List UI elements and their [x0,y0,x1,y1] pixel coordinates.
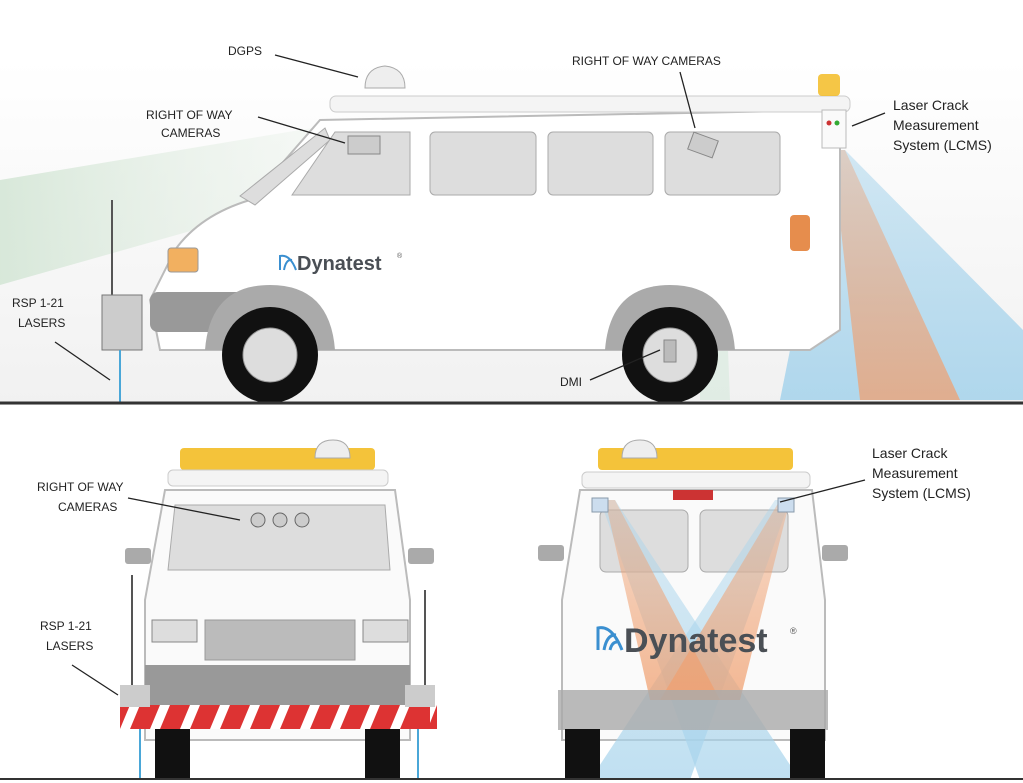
tire [565,729,600,779]
label-row-cameras-front: RIGHT OF WAY [146,108,232,122]
logo-text: Dynatest [297,253,382,275]
tail-light [790,215,810,251]
dgps-antenna [621,439,658,459]
window [547,131,654,196]
leader-line [71,664,119,696]
label-row-cameras-front-2: CAMERAS [161,126,220,140]
dynatest-logo: Dynatest ® [596,622,797,660]
dmi-sensor [663,339,677,363]
label-lcms-rear-2: Measurement [872,465,958,481]
rear-bumper [558,690,828,730]
row-cameras-front-view [250,512,310,528]
leader-line [54,341,111,381]
lcms-unit [821,109,847,149]
dynatest-logo-mark [596,626,624,651]
side-view: Dynatest ® [0,60,1023,405]
tire [155,729,190,779]
front-view [120,439,437,779]
row-camera-rear [687,131,719,159]
label-dmi: DMI [560,375,582,389]
headlight [362,619,409,643]
mirror [538,545,564,561]
mirror [822,545,848,561]
logo-text: Dynatest [624,622,768,660]
label-rsp: RSP 1-21 [12,296,64,310]
lcms-beam-orange [832,150,960,400]
leader-line [779,479,866,503]
roof-rack [167,469,389,487]
row-camera-front [347,135,381,155]
front-wheel [222,307,318,403]
logo-registered: ® [790,626,797,636]
label-lcms-rear: Laser Crack [872,445,948,461]
label-row-cameras-front-view-2: CAMERAS [58,500,117,514]
label-lcms-rear-3: System (LCMS) [872,485,971,501]
label-row-cameras-rear: RIGHT OF WAY CAMERAS [572,54,721,68]
label-rsp-front-2: LASERS [46,639,93,653]
front-camera-field [0,125,330,285]
leader-line [679,71,696,129]
mirror [125,548,151,564]
leader-line [589,349,661,381]
dgps-antenna [314,439,351,459]
rear-view: Dynatest ® [538,439,848,780]
headlight [167,247,199,273]
label-lcms-2: Measurement [893,117,979,133]
headlight [151,619,198,643]
dgps-antenna [364,65,406,89]
tire [790,729,825,779]
rear-wheel [622,307,718,403]
beacon-light [818,74,840,96]
grille [204,619,356,661]
label-row-cameras-front-view: RIGHT OF WAY [37,480,123,494]
lcms-beam-orange [660,500,790,700]
brake-light [673,490,713,500]
label-rsp-2: LASERS [18,316,65,330]
label-dgps: DGPS [228,44,262,58]
rsp-beam-bar [120,705,437,729]
window [664,131,781,196]
logo-registered: ® [397,252,403,260]
rsp-laser-unit [405,685,435,707]
tire [365,729,400,779]
roof-rack [581,471,811,489]
window [429,131,537,196]
leader-line [851,112,886,127]
windshield [167,504,391,571]
dynatest-logo-mark [279,254,297,271]
leader-line [274,54,359,78]
label-rsp-front: RSP 1-21 [40,619,92,633]
dynatest-logo: Dynatest ® [279,252,403,275]
label-lcms-3: System (LCMS) [893,137,992,153]
mirror [408,548,434,564]
leader-line [127,497,241,521]
rsp-laser-unit [120,685,150,707]
lcms-unit [591,497,609,513]
rsp-laser-unit [101,294,143,351]
leader-line [257,116,346,144]
roof-rack [329,95,851,113]
label-lcms: Laser Crack [893,97,969,113]
bumper [145,665,410,705]
